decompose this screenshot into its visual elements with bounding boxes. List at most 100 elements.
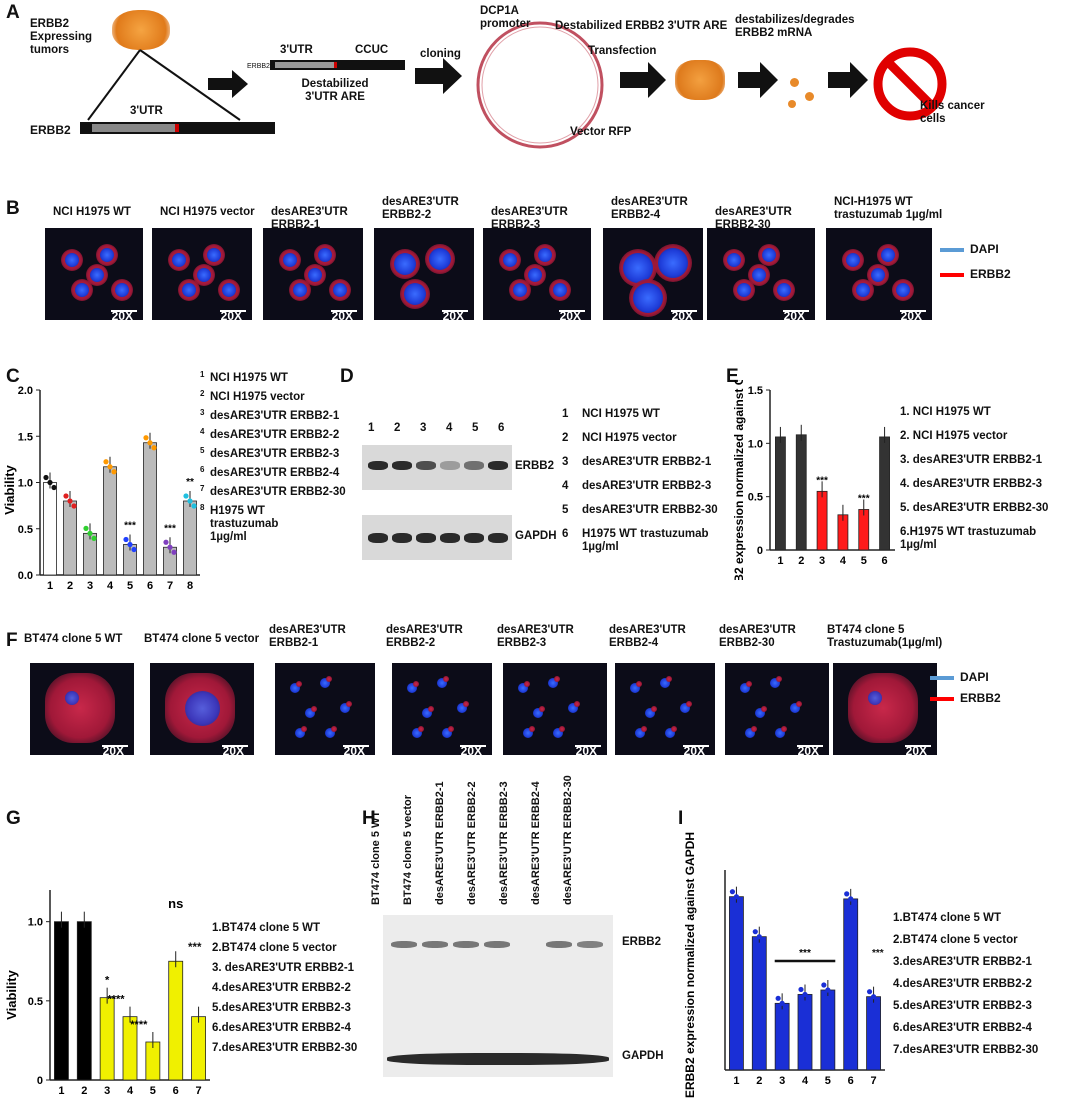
legend-number-c: 4	[200, 427, 205, 436]
dapi-nucleus	[185, 691, 220, 726]
erbb2-stain	[666, 676, 672, 682]
dapi-nucleus	[325, 728, 335, 738]
erbb2-stain	[636, 681, 642, 687]
erbb2-stain	[524, 681, 530, 687]
legend-item-i: 1.BT474 clone 5 WT	[893, 912, 1002, 924]
legend-item-g: 6.desARE3'UTR ERBB2-4	[212, 1022, 351, 1034]
erbb2-stain	[559, 726, 565, 732]
x-tick-label: 1	[47, 580, 53, 592]
data-point	[752, 929, 758, 935]
erbb2-stain	[326, 676, 332, 682]
dapi-nucleus	[65, 691, 79, 705]
legend-number-d: 5	[562, 504, 569, 516]
data-point	[143, 435, 149, 441]
y-tick-label: 1.0	[748, 438, 763, 450]
bar	[103, 466, 117, 576]
micrograph-title-b: NCI H1975 vector	[160, 206, 255, 218]
erbb2-stain	[418, 726, 424, 732]
data-point	[183, 493, 189, 499]
dapi-nucleus	[645, 708, 655, 718]
x-tick-label: 3	[87, 580, 93, 592]
legend-item-d: NCI H1975 vector	[582, 432, 677, 444]
erbb2-stain	[746, 681, 752, 687]
dapi-nucleus	[762, 248, 776, 262]
erbb2-stain	[428, 706, 434, 712]
erbb2-stain	[529, 726, 535, 732]
magnification-label: 20X	[220, 309, 242, 320]
dapi-nucleus	[665, 728, 675, 738]
x-tick-label: 7	[167, 580, 173, 592]
lane-number-d: 4	[446, 422, 453, 434]
erbb2-stain	[296, 681, 302, 687]
significance-stars: **	[186, 477, 194, 488]
dapi-nucleus	[437, 678, 447, 688]
dapi-nucleus	[775, 728, 785, 738]
legend-number-d: 6	[562, 528, 569, 540]
erbb2-stain	[781, 726, 787, 732]
legend-number-c: 1	[200, 370, 205, 379]
legend-item-g: 5.desARE3'UTR ERBB2-3	[212, 1002, 351, 1014]
lane-label-h: BT474 clone 5 vector	[402, 794, 414, 905]
micrograph-b: 20X	[483, 228, 591, 320]
dapi-nucleus	[856, 283, 870, 297]
significance-stars: *	[105, 975, 110, 987]
lane-label-h: desARE3'UTR ERBB2-1	[434, 781, 446, 905]
dapi-nucleus	[740, 683, 750, 693]
magnification-label: 20X	[683, 744, 705, 755]
dapi-legend-label: DAPI	[970, 242, 999, 256]
tumor-label: ERBB2 Expressing tumors	[30, 18, 92, 56]
scale-bar	[343, 745, 369, 747]
significance-stars: ***	[858, 493, 870, 504]
x-tick-label: 6	[848, 1075, 854, 1087]
dapi-nucleus	[503, 253, 517, 267]
dapi-nucleus	[846, 253, 860, 267]
micrograph-f: 20X	[503, 663, 607, 755]
significance-stars-i: ***	[872, 948, 884, 959]
dapi-nucleus	[412, 728, 422, 738]
panel-a-diagram	[80, 21, 947, 149]
lane-number-d: 3	[420, 422, 427, 434]
y-tick-label: 0.5	[748, 492, 763, 504]
dapi-nucleus	[553, 728, 563, 738]
bar	[858, 509, 870, 551]
scale-bar	[900, 310, 926, 312]
micrograph-title-b: NCI H1975 WT	[53, 206, 131, 218]
gapdh-band	[387, 1053, 609, 1065]
erbb2-legend-swatch	[940, 273, 964, 277]
dapi-nucleus	[305, 708, 315, 718]
data-point	[829, 992, 835, 998]
legend-item-i: 6.desARE3'UTR ERBB2-4	[893, 1022, 1032, 1034]
erbb2-stain	[848, 673, 918, 743]
magnification-label: 20X	[442, 309, 464, 320]
panel-label-h: H	[362, 808, 376, 829]
data-point	[806, 996, 812, 1003]
dapi-nucleus	[568, 703, 578, 713]
x-tick-label: 5	[150, 1085, 156, 1097]
dapi-nucleus	[394, 253, 416, 275]
dapi-nucleus	[295, 728, 305, 738]
dapi-nucleus	[442, 728, 452, 738]
legend-number-d: 1	[562, 408, 569, 420]
dapi-nucleus	[630, 683, 640, 693]
bar	[183, 500, 197, 576]
dapi-nucleus	[658, 248, 688, 278]
x-tick-label: 2	[67, 580, 73, 592]
ns-label: ns	[168, 896, 183, 911]
bar	[775, 436, 786, 551]
mrna-dot	[790, 78, 799, 87]
erbb2-stain	[671, 726, 677, 732]
bar	[879, 436, 890, 551]
y-tick-label: 1.0	[18, 478, 33, 490]
legend-item-g: 1.BT474 clone 5 WT	[212, 922, 321, 934]
panel-label-f: F	[6, 630, 18, 651]
dapi-nucleus	[422, 708, 432, 718]
dapi-nucleus	[207, 248, 221, 262]
legend-number-c: 2	[200, 389, 205, 398]
erbb2-stain	[776, 676, 782, 682]
dapi-nucleus	[340, 703, 350, 713]
dapi-nucleus	[429, 248, 451, 270]
bar	[795, 434, 807, 551]
dapi-nucleus	[737, 283, 751, 297]
legend-number-c: 3	[200, 408, 205, 417]
